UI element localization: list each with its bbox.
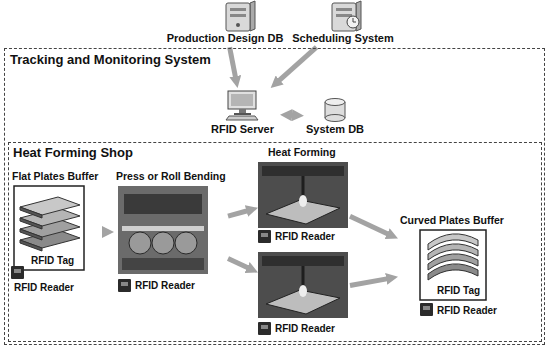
reader-label: RFID Reader [275, 231, 335, 243]
rfid-reader-icon [258, 230, 271, 243]
flow-arrow [290, 113, 294, 118]
flame [299, 285, 307, 297]
node-label: RFID Server [211, 123, 274, 136]
monitor-stand [239, 109, 246, 113]
shop-region: Heat Forming ShopFlat Plates BufferRFID … [8, 142, 542, 342]
flow-arrow [102, 230, 104, 235]
buffer-box [420, 230, 486, 300]
buffer-box [14, 186, 84, 270]
rfid-reader-window [121, 282, 128, 286]
gantry [262, 166, 344, 176]
database-node: System DB [304, 96, 366, 138]
process-station: Heat FormingRFID Reader [258, 144, 350, 246]
flow-arrow [230, 47, 236, 78]
reader-label: RFID Reader [275, 323, 335, 335]
monitor-base [234, 113, 251, 115]
flat-plate-edge [20, 218, 42, 229]
node-label: Flat Plates Buffer [12, 170, 98, 183]
system-region: Tracking and Monitoring SystemRFID Serve… [4, 48, 545, 345]
flow-arrow [350, 216, 389, 234]
db-bottom [325, 115, 345, 122]
node-label: Heat Forming [268, 146, 336, 159]
computer-node: RFID Server [205, 88, 280, 138]
node-label: Production Design DB [167, 32, 284, 45]
torch [302, 266, 305, 286]
server-bay [230, 14, 246, 17]
rfid-reader-icon [420, 303, 433, 316]
server-bay [336, 8, 352, 11]
node-label: System DB [306, 123, 364, 136]
press-beam [124, 194, 202, 214]
server-node: Production Design DB [160, 0, 290, 47]
rfid-reader-window [423, 306, 430, 310]
rfid-reader-window [261, 325, 268, 329]
rfid-reader-window [14, 269, 21, 273]
db-top [325, 99, 345, 106]
press-roller [152, 232, 174, 254]
node-label: Heat Forming Shop [13, 145, 133, 161]
server-led [236, 23, 240, 27]
clock-icon [347, 16, 359, 28]
server-bay [230, 8, 246, 11]
flat-plate-edge [20, 229, 42, 240]
flat-plate-edge [20, 207, 42, 218]
flow-arrow [228, 210, 248, 216]
torch [302, 176, 305, 196]
server-icon [226, 3, 250, 31]
rfid-reader-icon [11, 266, 24, 279]
buffer-station: Flat Plates BufferRFID TagRFID Reader [10, 168, 102, 296]
heat-forming-photo [258, 252, 348, 318]
monitor-screen [231, 94, 253, 106]
press-plate [122, 226, 204, 231]
rfid-reader-window [261, 233, 268, 237]
monitor-icon [228, 91, 256, 109]
reader-label: RFID Reader [14, 282, 74, 294]
press-base [122, 258, 204, 270]
node-label: Curved Plates Buffer [400, 214, 504, 227]
flame [299, 195, 307, 207]
rfid-reader-icon [118, 279, 131, 292]
flow-arrow [350, 279, 388, 286]
server-side [250, 1, 255, 31]
tag-label: RFID Tag [436, 285, 481, 297]
press-photo [118, 186, 208, 274]
process-station: RFID Reader [258, 250, 350, 338]
heat-forming-photo [258, 162, 348, 228]
reader-label: RFID Reader [135, 280, 195, 292]
clock-hands [353, 18, 356, 22]
flow-arrow [278, 47, 316, 81]
flow-arrow [228, 259, 249, 269]
press-roller [129, 232, 151, 254]
buffer-station: Curved Plates BufferRFID TagRFID Reader [398, 212, 516, 320]
reader-label: RFID Reader [437, 305, 497, 317]
tag-label: RFID Tag [30, 255, 75, 267]
press-roller [175, 232, 197, 254]
keyboard-icon [226, 116, 258, 120]
node-label: Tracking and Monitoring System [10, 52, 211, 68]
flat-plate-edge [20, 240, 42, 251]
rfid-reader-icon [258, 322, 271, 335]
curved-plate [428, 264, 478, 280]
gantry [262, 256, 344, 266]
node-label: Scheduling System [292, 32, 393, 45]
process-station: Press or Roll BendingRFID Reader [114, 168, 228, 296]
node-label: Press or Roll Bending [116, 170, 226, 183]
server-node: Scheduling System [290, 0, 395, 47]
